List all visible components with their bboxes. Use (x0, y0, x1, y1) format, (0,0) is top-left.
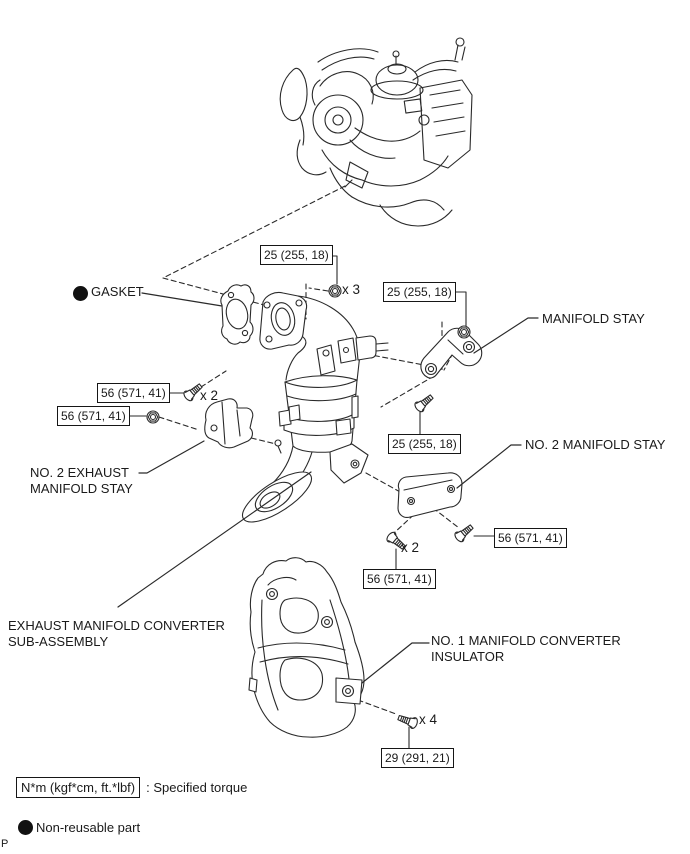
insulator-part (248, 557, 365, 738)
label-no2-exhaust-manifold-stay: NO. 2 EXHAUST MANIFOLD STAY (30, 465, 133, 496)
nut-icon (328, 284, 342, 298)
manifold-stay-part (420, 327, 483, 379)
torque-legend: N*m (kgf*cm, ft.*lbf) : Specified torque (16, 777, 247, 798)
multiplier-x2-upper: x 2 (200, 388, 219, 403)
label-manifold-stay: MANIFOLD STAY (542, 311, 645, 326)
label-line: MANIFOLD STAY (30, 480, 133, 496)
multiplier-x4: x 4 (419, 712, 438, 727)
torque-legend-text: : Specified torque (146, 780, 248, 795)
non-reusable-bullet-icon (18, 820, 33, 835)
torque-box-insulator-bolts: 29 (291, 21) (381, 748, 454, 768)
non-reusable-bullet-icon (73, 286, 88, 301)
torque-box-no2-manifold-stay-bolt: 56 (571, 41) (494, 528, 567, 548)
no2-manifold-stay-part (397, 472, 463, 518)
bolt-icon (412, 391, 436, 414)
label-line: NO. 2 EXHAUST (30, 465, 129, 480)
page-marker: P (1, 838, 9, 850)
converter-part (241, 291, 389, 523)
gasket-part (220, 284, 255, 345)
torque-box-upper-nuts: 25 (255, 18) (260, 245, 333, 265)
label-line: NO. 1 MANIFOLD CONVERTER (431, 633, 621, 648)
torque-unit-box: N*m (kgf*cm, ft.*lbf) (16, 777, 141, 798)
torque-box-no2-stay-nut: 56 (571, 41) (57, 406, 130, 426)
torque-box-no2-stay-bolt: 56 (571, 41) (97, 383, 170, 403)
label-line: EXHAUST MANIFOLD CONVERTER (8, 618, 225, 633)
non-reusable-legend-text: Non-reusable part (36, 820, 141, 835)
torque-box-stay-bolt: 25 (255, 18) (388, 434, 461, 454)
label-no2-manifold-stay: NO. 2 MANIFOLD STAY (525, 437, 666, 452)
label-gasket: GASKET (91, 284, 144, 299)
multiplier-x2-lower: x 2 (401, 540, 420, 555)
torque-box-stay-nut: 25 (255, 18) (383, 282, 456, 302)
engine-illustration (279, 37, 473, 227)
no2-exhaust-manifold-stay-part (204, 398, 254, 449)
label-exhaust-manifold-converter: EXHAUST MANIFOLD CONVERTER SUB-ASSEMBLY (8, 618, 225, 649)
label-line: INSULATOR (431, 648, 505, 664)
multiplier-x3: x 3 (342, 282, 361, 297)
nut-icon (457, 325, 471, 339)
label-line: SUB-ASSEMBLY (8, 633, 109, 649)
label-leader-lines (117, 292, 539, 684)
torque-box-no2-manifold-stay-bolts: 56 (571, 41) (363, 569, 436, 589)
nut-icon (146, 410, 160, 424)
bolt-icon (396, 711, 420, 731)
label-no1-manifold-converter-insulator: NO. 1 MANIFOLD CONVERTER INSULATOR (431, 633, 621, 664)
